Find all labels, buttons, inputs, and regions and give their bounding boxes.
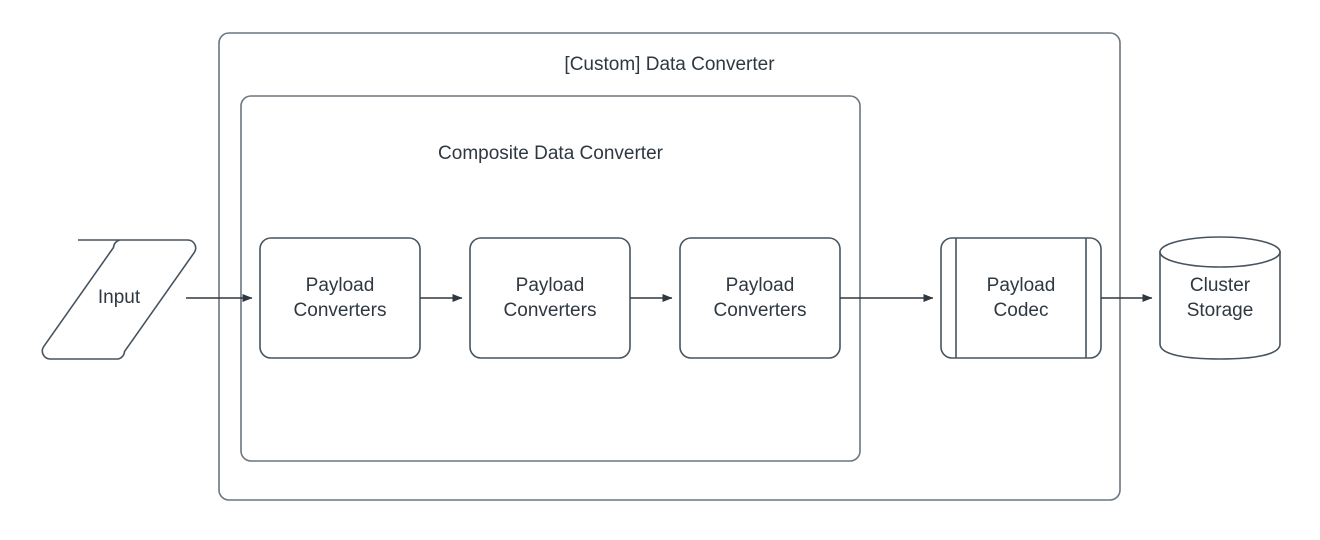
node-payload-codec-shape[interactable] bbox=[940, 237, 1102, 359]
container-composite-data-converter[interactable] bbox=[240, 95, 861, 462]
node-cluster-storage-top-ellipse bbox=[1159, 236, 1281, 268]
node-payload-converters-2-shape[interactable] bbox=[469, 237, 631, 359]
node-payload-converters-1-shape[interactable] bbox=[259, 237, 421, 359]
node-payload-converters-3-shape[interactable] bbox=[679, 237, 841, 359]
node-cluster-storage-shape[interactable] bbox=[1159, 251, 1281, 360]
container-custom-data-converter[interactable] bbox=[218, 32, 1121, 501]
node-input-shape[interactable] bbox=[41, 239, 197, 360]
